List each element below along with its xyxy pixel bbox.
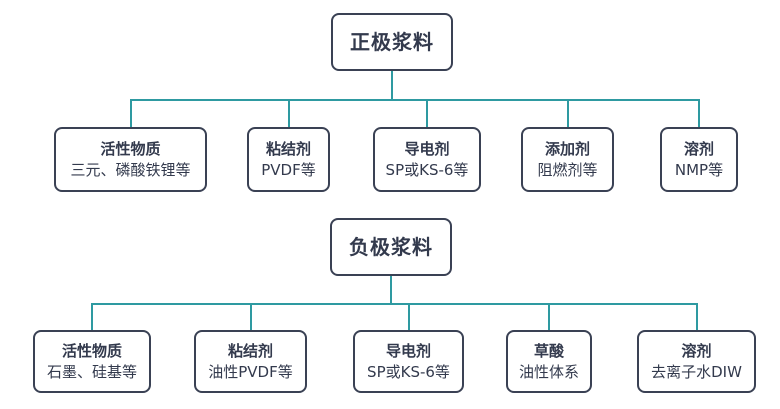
connector-line bbox=[391, 71, 393, 99]
root-node-negative-slurry: 负极浆料 bbox=[330, 218, 452, 276]
node-title: 粘结剂 bbox=[227, 342, 273, 361]
node-title: 活性物质 bbox=[100, 140, 161, 159]
node-binder-positive: 粘结剂 PVDF等 bbox=[247, 127, 330, 192]
node-additive-positive: 添加剂 阻燃剂等 bbox=[521, 127, 614, 192]
connector-line bbox=[288, 99, 290, 127]
node-solvent-negative: 溶剂 去离子水DIW bbox=[637, 330, 756, 393]
node-subtitle: 油性PVDF等 bbox=[208, 362, 293, 381]
connector-line bbox=[548, 303, 550, 330]
node-subtitle: 石墨、硅基等 bbox=[46, 362, 137, 381]
node-active-material-positive: 活性物质 三元、磷酸铁锂等 bbox=[54, 127, 207, 192]
node-subtitle: 去离子水DIW bbox=[651, 362, 742, 381]
node-title: 导电剂 bbox=[404, 140, 450, 159]
node-active-material-negative: 活性物质 石墨、硅基等 bbox=[33, 330, 151, 393]
node-subtitle: SP或KS-6等 bbox=[385, 160, 469, 179]
root-label: 负极浆料 bbox=[349, 234, 433, 259]
node-title: 溶剂 bbox=[681, 342, 712, 361]
node-title: 导电剂 bbox=[385, 342, 431, 361]
connector-line bbox=[390, 276, 392, 303]
connector-line bbox=[91, 303, 93, 330]
connector-line bbox=[696, 303, 698, 330]
root-label: 正极浆料 bbox=[350, 29, 434, 54]
node-oxalic-acid-negative: 草酸 油性体系 bbox=[506, 330, 592, 393]
node-conductive-agent-positive: 导电剂 SP或KS-6等 bbox=[373, 127, 481, 192]
connector-line bbox=[130, 99, 700, 101]
connector-line bbox=[250, 303, 252, 330]
node-title: 溶剂 bbox=[683, 140, 714, 159]
node-solvent-positive: 溶剂 NMP等 bbox=[660, 127, 738, 192]
node-subtitle: NMP等 bbox=[674, 160, 724, 179]
node-subtitle: 三元、磷酸铁锂等 bbox=[70, 160, 191, 179]
node-title: 添加剂 bbox=[544, 140, 590, 159]
connector-line bbox=[91, 303, 698, 305]
node-subtitle: PVDF等 bbox=[261, 160, 316, 179]
node-title: 粘结剂 bbox=[265, 140, 311, 159]
connector-line bbox=[426, 99, 428, 127]
node-binder-negative: 粘结剂 油性PVDF等 bbox=[194, 330, 307, 393]
connector-line bbox=[130, 99, 132, 127]
node-subtitle: 油性体系 bbox=[518, 362, 579, 381]
node-title: 活性物质 bbox=[61, 342, 122, 361]
root-node-positive-slurry: 正极浆料 bbox=[331, 13, 453, 71]
node-subtitle: SP或KS-6等 bbox=[367, 362, 450, 381]
node-subtitle: 阻燃剂等 bbox=[537, 160, 598, 179]
connector-line bbox=[698, 99, 700, 127]
connector-line bbox=[408, 303, 410, 330]
node-title: 草酸 bbox=[533, 342, 564, 361]
connector-line bbox=[567, 99, 569, 127]
node-conductive-agent-negative: 导电剂 SP或KS-6等 bbox=[353, 330, 464, 393]
